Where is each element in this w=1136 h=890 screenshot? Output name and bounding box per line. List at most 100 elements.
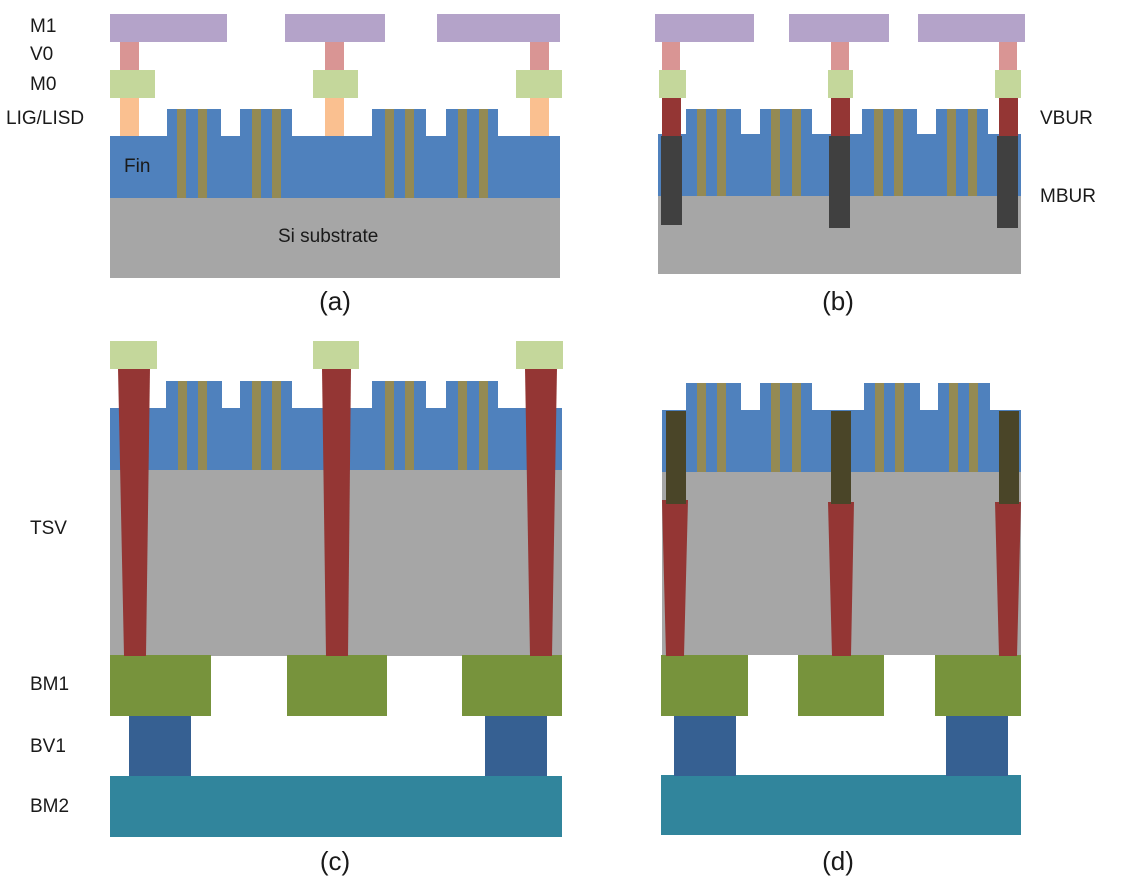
caption-c: (c) xyxy=(319,846,351,876)
bm1-line xyxy=(798,655,884,716)
caption-a: (a) xyxy=(319,286,351,316)
lig-lisd-contact xyxy=(120,98,139,136)
m0-pad xyxy=(995,70,1021,98)
bv1-via xyxy=(946,714,1008,776)
gate-stripe xyxy=(458,381,467,470)
panel-c xyxy=(110,341,563,837)
fin-block xyxy=(686,383,741,411)
fin-block xyxy=(686,109,741,135)
bm2-layer xyxy=(110,776,562,837)
gate-stripe xyxy=(252,381,261,470)
fin-block xyxy=(760,109,812,135)
v0-via xyxy=(662,42,680,70)
gate-stripe xyxy=(385,381,394,470)
label-lig-lisd: LIG/LISD xyxy=(6,108,85,129)
m0-pad xyxy=(828,70,853,98)
bm1-line xyxy=(110,655,211,716)
gate-stripe xyxy=(198,381,207,470)
m1-line xyxy=(110,14,227,42)
bv1-via xyxy=(674,714,736,776)
gate-stripe xyxy=(697,383,706,472)
fin-block xyxy=(446,381,498,409)
bv1-via xyxy=(485,714,547,776)
bm1-line xyxy=(462,655,562,716)
bm2-layer xyxy=(661,775,1021,835)
gate-stripe xyxy=(717,383,726,472)
v0-via xyxy=(831,42,849,70)
label-si-substrate: Si substrate xyxy=(278,226,379,247)
label-fin: Fin xyxy=(124,156,151,177)
tsv-top-segment xyxy=(831,411,851,504)
fin-block xyxy=(446,109,498,137)
tsv-via xyxy=(118,368,150,656)
tsv-via xyxy=(525,368,557,656)
v0-via xyxy=(530,42,549,70)
lig-lisd-contact xyxy=(325,98,344,136)
gate-stripe xyxy=(969,383,978,472)
fin-block xyxy=(240,381,292,409)
gate-stripe xyxy=(771,383,780,472)
label-bv1: BV1 xyxy=(30,736,66,757)
bv1-via xyxy=(129,714,191,776)
fin-block xyxy=(864,383,920,411)
gate-stripe xyxy=(968,109,977,196)
gate-stripe xyxy=(947,109,956,196)
label-mbur: MBUR xyxy=(1040,186,1096,207)
tsv-top-segment xyxy=(666,411,686,504)
gate-stripe xyxy=(949,383,958,472)
mbur-rail xyxy=(997,136,1018,228)
gate-stripe xyxy=(479,109,488,198)
fin-block xyxy=(240,109,292,137)
fin-block xyxy=(166,381,222,409)
fin-block xyxy=(936,109,988,135)
gate-stripe xyxy=(697,109,706,196)
tsv-top-segment xyxy=(999,411,1019,504)
fin-block xyxy=(167,109,221,137)
fin-block xyxy=(372,381,426,409)
m1-line xyxy=(437,14,560,42)
m0-pad xyxy=(110,341,157,369)
gate-stripe xyxy=(272,109,281,198)
vbur-via xyxy=(662,98,681,136)
vbur-via xyxy=(999,98,1018,136)
gate-stripe xyxy=(895,383,904,472)
label-m0: M0 xyxy=(30,74,57,95)
gate-stripe xyxy=(252,109,261,198)
mbur-rail xyxy=(829,136,850,228)
fin-block xyxy=(372,109,426,137)
vbur-via xyxy=(831,98,850,136)
bm1-line xyxy=(935,655,1021,716)
gate-stripe xyxy=(479,381,488,470)
gate-stripe xyxy=(771,109,780,196)
gate-stripe xyxy=(198,109,207,198)
gate-stripe xyxy=(894,109,903,196)
m0-pad xyxy=(516,70,562,98)
m0-pad xyxy=(313,341,359,369)
mbur-rail xyxy=(661,136,682,225)
gate-stripe xyxy=(385,109,394,198)
m1-line xyxy=(655,14,754,42)
fin-block xyxy=(862,109,917,135)
m0-pad xyxy=(659,70,686,98)
gate-stripe xyxy=(178,381,187,470)
tsv-via xyxy=(322,368,351,656)
gate-stripe xyxy=(405,381,414,470)
panel-b xyxy=(655,14,1025,274)
label-v0: V0 xyxy=(30,44,54,65)
fin-block xyxy=(760,383,812,411)
m0-pad xyxy=(516,341,563,369)
fin-block xyxy=(938,383,990,411)
lig-lisd-contact xyxy=(530,98,549,136)
gate-stripe xyxy=(177,109,186,198)
gate-stripe xyxy=(458,109,467,198)
tsv-via xyxy=(662,500,688,656)
gate-stripe xyxy=(405,109,414,198)
m1-line xyxy=(918,14,1025,42)
label-tsv: TSV xyxy=(30,518,67,539)
m1-line xyxy=(789,14,889,42)
gate-stripe xyxy=(792,109,801,196)
panel-a xyxy=(110,14,562,278)
tsv-via xyxy=(828,502,854,656)
m1-line xyxy=(285,14,385,42)
v0-via xyxy=(999,42,1017,70)
